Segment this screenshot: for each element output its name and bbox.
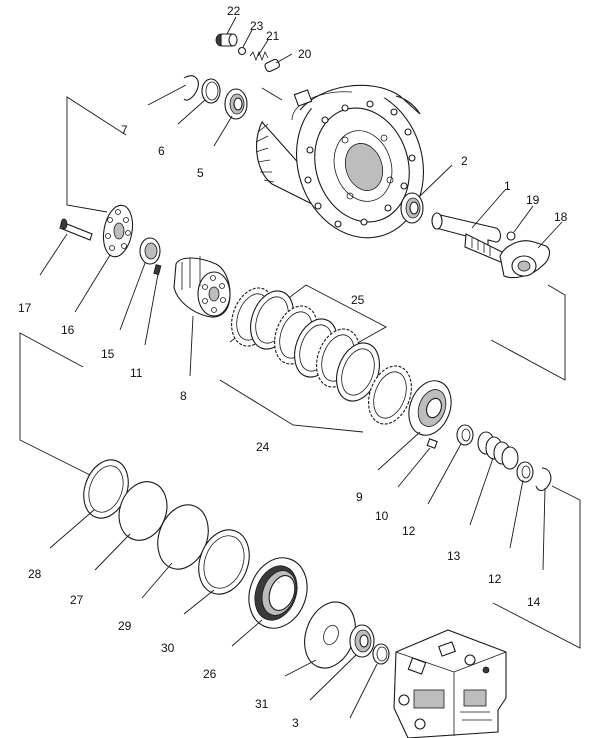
callout-21: 21 bbox=[266, 29, 280, 43]
part-10-pin bbox=[426, 438, 438, 449]
part-19-ball bbox=[506, 231, 516, 241]
callout-15: 15 bbox=[101, 347, 115, 361]
callout-2: 2 bbox=[461, 154, 468, 168]
part-26-floating-seal bbox=[248, 557, 308, 629]
part-27-o-ring bbox=[118, 481, 168, 541]
part-7-snap-ring bbox=[183, 75, 199, 101]
part-17-pin bbox=[59, 218, 93, 241]
callout-25: 25 bbox=[351, 293, 365, 307]
retaining-ring bbox=[372, 643, 390, 665]
part-30-ring bbox=[198, 529, 250, 595]
callout-1: 1 bbox=[504, 179, 511, 193]
part-1-shaft bbox=[431, 212, 509, 264]
part-14-snap-ring bbox=[535, 467, 552, 492]
part-21-spring bbox=[249, 50, 269, 62]
callout-13: 13 bbox=[447, 549, 461, 563]
part-16-retainer-plate bbox=[102, 204, 134, 258]
callout-23: 23 bbox=[250, 19, 264, 33]
callout-18: 18 bbox=[554, 210, 568, 224]
part-12-washer-a bbox=[456, 424, 474, 446]
callout-28: 28 bbox=[28, 567, 42, 581]
motor-valve-body bbox=[393, 629, 507, 738]
part-9-bearing bbox=[408, 380, 452, 436]
callout-5: 5 bbox=[197, 166, 204, 180]
callout-19: 19 bbox=[526, 193, 540, 207]
callout-24: 24 bbox=[256, 440, 270, 454]
part-11-pin bbox=[153, 264, 162, 276]
main-housing bbox=[255, 84, 425, 239]
callout-10: 10 bbox=[375, 509, 389, 523]
callout-12-left: 12 bbox=[402, 524, 416, 538]
part-8-cylinder-block bbox=[173, 256, 231, 318]
part-22-plug bbox=[215, 33, 238, 47]
part-12-washer-b bbox=[516, 461, 534, 483]
part-6-ring bbox=[201, 78, 221, 104]
callout-27: 27 bbox=[70, 593, 84, 607]
callout-20: 20 bbox=[298, 47, 312, 61]
part-2-bearing bbox=[400, 192, 424, 224]
part-18-plate bbox=[499, 240, 551, 279]
clutch-plates bbox=[231, 287, 412, 425]
callout-12-right: 12 bbox=[488, 572, 502, 586]
callout-30: 30 bbox=[161, 641, 175, 655]
part-3-bearing bbox=[349, 624, 375, 658]
callout-17: 17 bbox=[18, 301, 32, 315]
leader-lines bbox=[39, 16, 563, 719]
callout-6: 6 bbox=[158, 144, 165, 158]
callout-labels: 22 23 21 20 7 6 5 2 1 19 18 17 16 15 11 … bbox=[18, 4, 568, 730]
callout-31: 31 bbox=[255, 697, 269, 711]
callout-7: 7 bbox=[121, 123, 128, 137]
part-13-spring bbox=[477, 431, 519, 470]
callout-8: 8 bbox=[180, 389, 187, 403]
callout-11: 11 bbox=[130, 366, 143, 380]
part-15-bush bbox=[139, 237, 161, 265]
part-23-ball bbox=[237, 46, 247, 56]
part-20-pin bbox=[264, 58, 281, 73]
callout-29: 29 bbox=[118, 619, 132, 633]
callout-22: 22 bbox=[227, 4, 241, 18]
part-5-bearing bbox=[224, 88, 248, 120]
callout-9: 9 bbox=[356, 490, 363, 504]
callout-14: 14 bbox=[527, 595, 541, 609]
callout-26: 26 bbox=[203, 667, 217, 681]
callout-16: 16 bbox=[61, 323, 75, 337]
callout-3: 3 bbox=[292, 716, 299, 730]
